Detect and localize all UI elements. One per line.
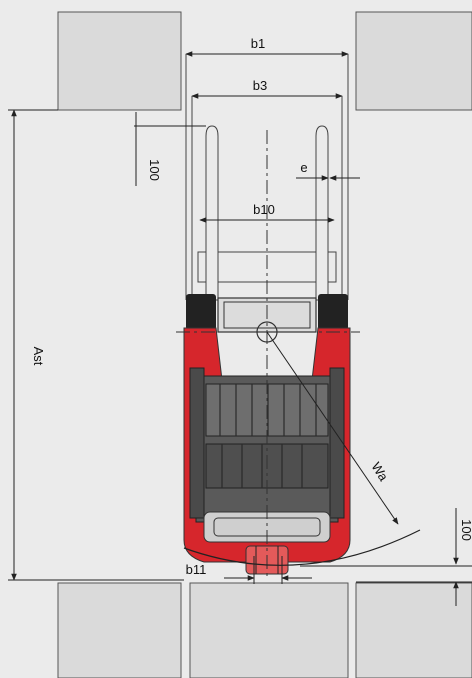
labels: b1 b3 b10 e b11 Ast Wa 100 100 [31,36,472,577]
label-100-right: 100 [459,519,472,541]
turning-radius-arc [183,529,421,566]
truck-body [183,294,351,575]
label-ast: Ast [31,347,46,366]
rack-bottom-middle [189,582,349,678]
label-b11: b11 [186,562,207,577]
rack-top-left [57,11,182,111]
label-wa: Wa [368,460,391,485]
label-100-top: 100 [147,159,162,181]
rack-top-right [355,11,472,111]
rack-blocks [57,11,472,678]
label-e: e [300,160,307,175]
front-wheel-right [318,294,348,330]
fork-left [205,125,219,301]
rack-bottom-right [355,582,472,678]
dimension-lines [8,51,472,606]
label-b10: b10 [253,202,275,217]
center-lines [176,130,360,578]
forks [205,125,329,301]
label-b1: b1 [251,36,265,51]
label-b3: b3 [253,78,267,93]
front-wheel-left [186,294,216,330]
rack-bottom-left [57,582,182,678]
fork-right [315,125,329,301]
